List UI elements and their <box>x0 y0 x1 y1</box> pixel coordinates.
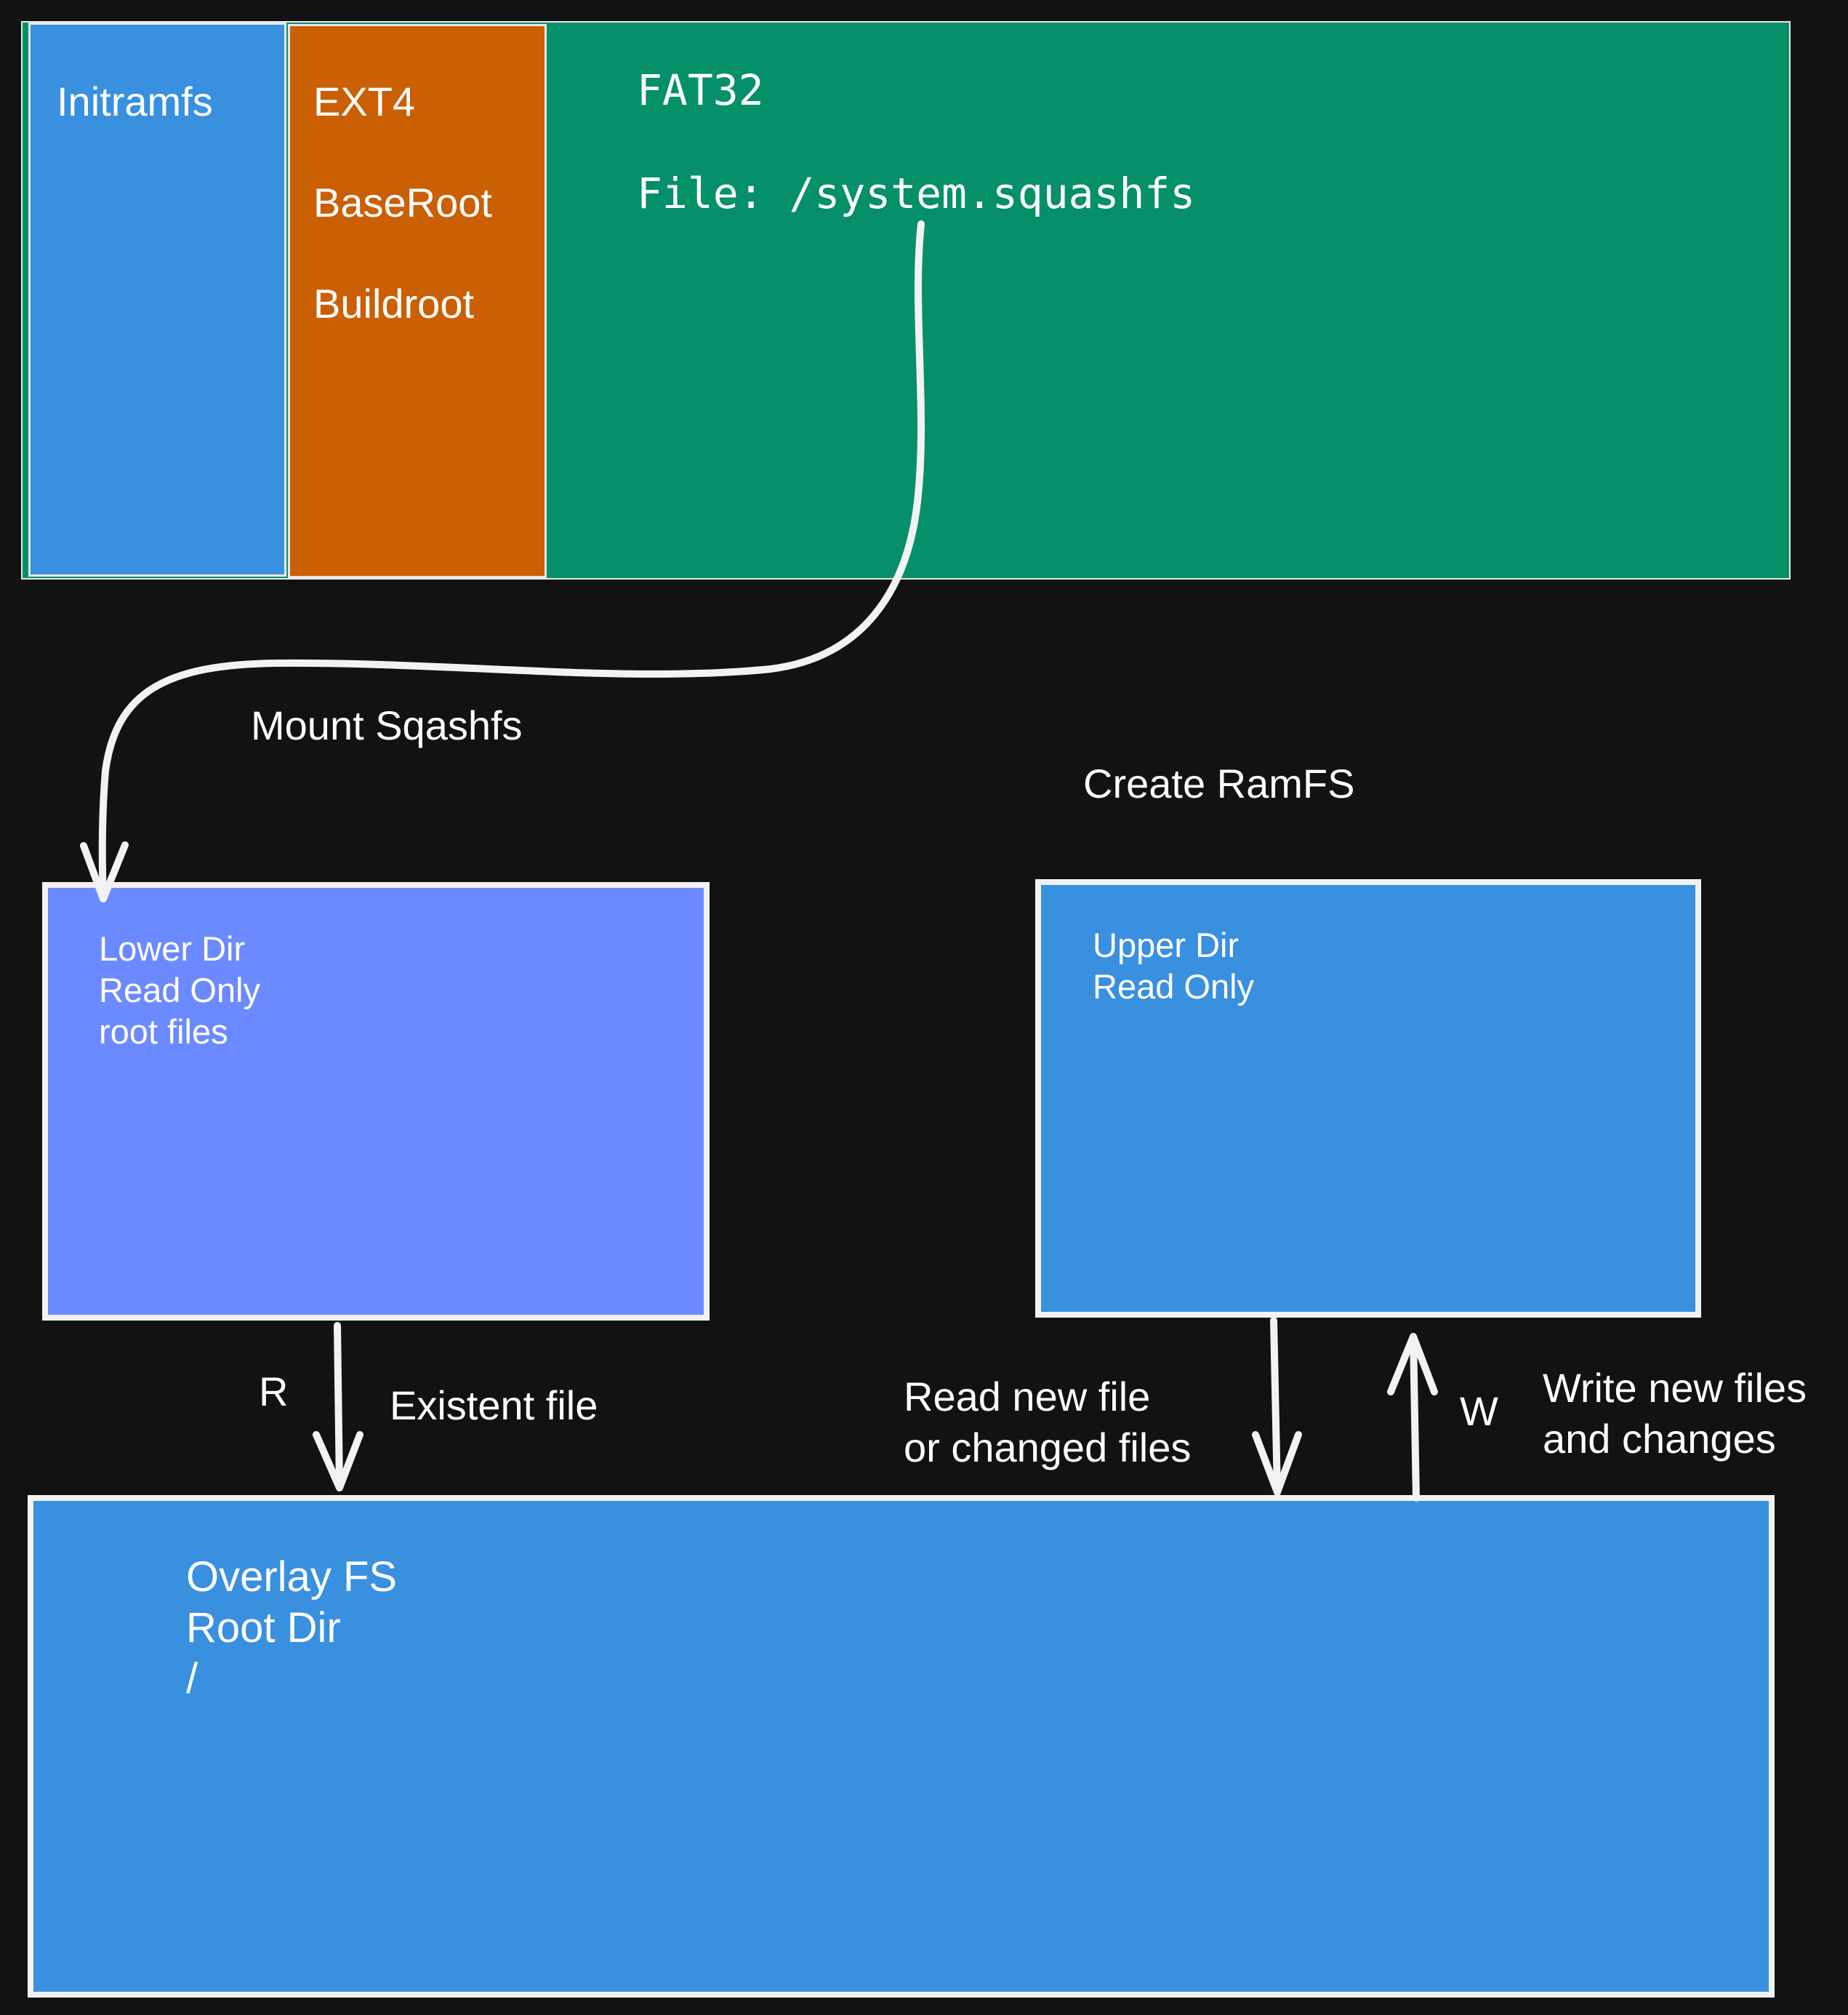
initramfs-partition <box>28 23 286 577</box>
upper-dir-title: Upper Dir <box>1093 926 1240 964</box>
create-ramfs-label: Create RamFS <box>1083 761 1355 806</box>
baseroot-label: BaseRoot <box>313 180 492 225</box>
lower-dir-box <box>42 882 710 1321</box>
mount-squashfs-label: Mount Sqashfs <box>251 702 523 748</box>
buildroot-label: Buildroot <box>313 281 475 327</box>
write-new-files-label: Write new files <box>1543 1365 1807 1411</box>
lower-dir-contents: root files <box>99 1012 228 1051</box>
write-upper-arrow <box>1410 1333 1420 1502</box>
existent-file-label: Existent file <box>390 1382 598 1428</box>
overlay-fs-box <box>28 1495 1775 1998</box>
read-changed-files-label: or changed files <box>904 1425 1192 1470</box>
upper-dir-mode: Read Only <box>1093 967 1255 1006</box>
read-upper-arrow <box>1270 1317 1281 1496</box>
read-existent-arrow <box>334 1322 343 1491</box>
ext4-partition <box>288 24 547 578</box>
lower-dir-mode: Read Only <box>99 971 261 1009</box>
upper-dir-box <box>1035 879 1701 1318</box>
lower-dir-title: Lower Dir <box>99 929 246 968</box>
write-letter-label: W <box>1460 1388 1498 1434</box>
write-changes-label: and changes <box>1543 1416 1776 1462</box>
write-upper-arrowhead <box>1387 1333 1438 1395</box>
read-existent-arrowhead <box>313 1431 363 1491</box>
mount-squashfs-arrowhead <box>80 841 129 902</box>
mount-squashfs-arrow <box>98 220 925 902</box>
overlay-root-label: Root Dir <box>186 1604 341 1651</box>
fat32-label: FAT32 <box>637 65 764 115</box>
squashfs-file-label: File: /system.squashfs <box>637 169 1196 218</box>
disk-outline <box>21 21 1791 580</box>
read-letter-label: R <box>259 1369 289 1414</box>
overlay-root-path: / <box>186 1655 198 1702</box>
read-upper-arrowhead <box>1252 1431 1302 1496</box>
read-new-file-label: Read new file <box>904 1374 1151 1419</box>
ext4-label: EXT4 <box>313 79 416 124</box>
initramfs-label: Initramfs <box>57 79 213 124</box>
overlay-fs-title: Overlay FS <box>186 1553 398 1601</box>
